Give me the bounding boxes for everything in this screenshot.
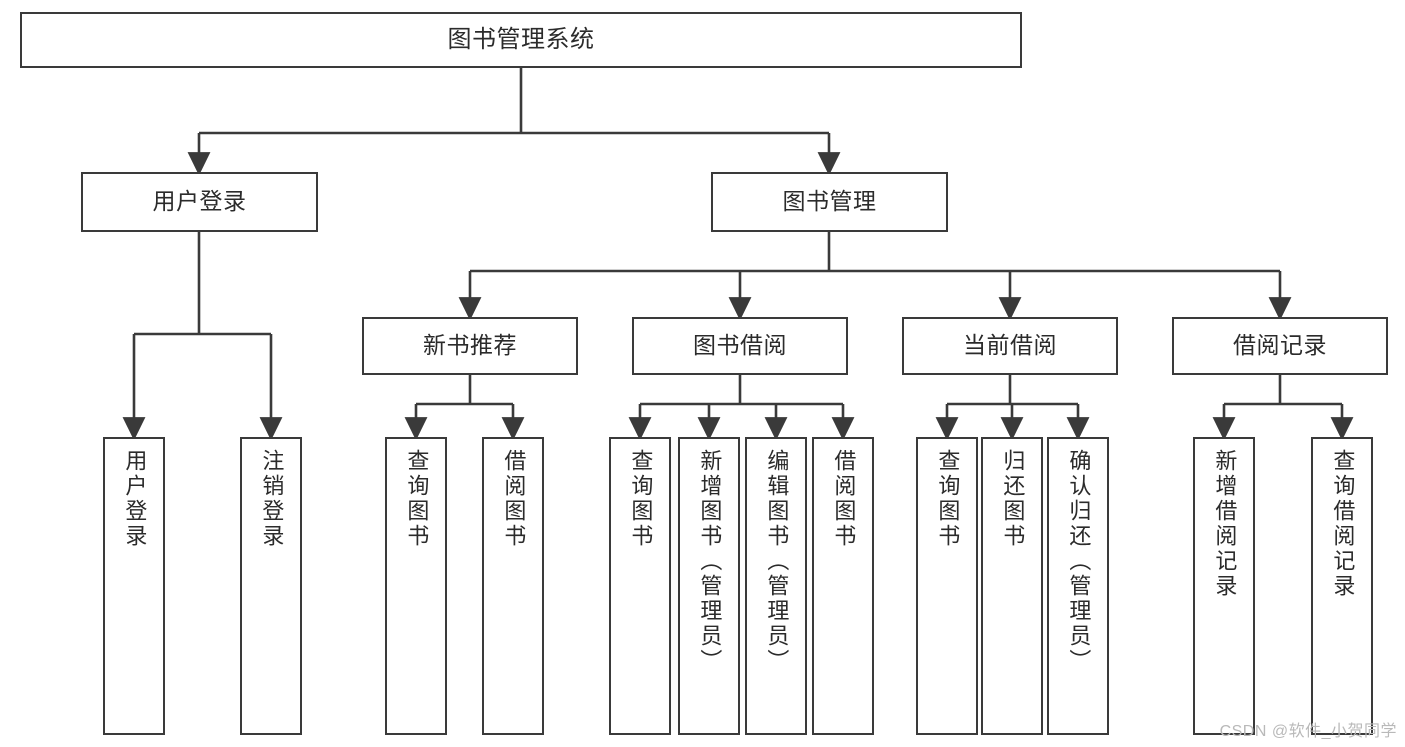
- node-label: 注销登录: [259, 449, 285, 549]
- leaf-current-return-book[interactable]: 归还图书: [981, 437, 1043, 735]
- node-label: 新增借阅记录: [1212, 449, 1238, 599]
- node-label: 图书借阅: [693, 332, 787, 359]
- node-label: 归还图书: [1000, 449, 1026, 549]
- leaf-recommend-query-book[interactable]: 查询图书: [385, 437, 447, 735]
- node-label: 新书推荐: [423, 332, 517, 359]
- node-user-login[interactable]: 用户登录: [81, 172, 318, 232]
- node-borrow-records[interactable]: 借阅记录: [1172, 317, 1388, 375]
- leaf-borrow-edit-book-admin[interactable]: 编辑图书（管理员）: [745, 437, 807, 735]
- leaf-current-query-book[interactable]: 查询图书: [916, 437, 978, 735]
- node-book-management[interactable]: 图书管理: [711, 172, 948, 232]
- leaf-recommend-borrow-book[interactable]: 借阅图书: [482, 437, 544, 735]
- node-label: 确认归还（管理员）: [1066, 449, 1092, 674]
- watermark-text: CSDN @软件_小贺同学: [1219, 723, 1397, 740]
- node-label: 查询图书: [628, 449, 654, 549]
- leaf-user-login-login[interactable]: 用户登录: [103, 437, 165, 735]
- node-new-book-recommend[interactable]: 新书推荐: [362, 317, 578, 375]
- node-label: 图书管理: [782, 188, 877, 215]
- node-label: 查询图书: [404, 449, 430, 549]
- node-label: 查询借阅记录: [1330, 449, 1356, 599]
- node-label: 用户登录: [152, 188, 247, 215]
- node-label: 新增图书（管理员）: [697, 449, 723, 674]
- node-label: 图书管理系统: [447, 25, 595, 53]
- node-current-borrow[interactable]: 当前借阅: [902, 317, 1118, 375]
- node-label: 当前借阅: [963, 332, 1057, 359]
- node-book-borrow[interactable]: 图书借阅: [632, 317, 848, 375]
- leaf-current-confirm-return-admin[interactable]: 确认归还（管理员）: [1047, 437, 1109, 735]
- node-label: 查询图书: [935, 449, 961, 549]
- leaf-user-login-logout[interactable]: 注销登录: [240, 437, 302, 735]
- node-label: 用户登录: [122, 449, 148, 549]
- node-label: 借阅图书: [501, 449, 527, 549]
- node-root-system[interactable]: 图书管理系统: [20, 12, 1022, 68]
- leaf-records-add-record[interactable]: 新增借阅记录: [1193, 437, 1255, 735]
- leaf-borrow-borrow-book[interactable]: 借阅图书: [812, 437, 874, 735]
- node-label: 编辑图书（管理员）: [764, 449, 790, 674]
- leaf-records-query-record[interactable]: 查询借阅记录: [1311, 437, 1373, 735]
- node-label: 借阅图书: [831, 449, 857, 549]
- leaf-borrow-query-book[interactable]: 查询图书: [609, 437, 671, 735]
- node-label: 借阅记录: [1233, 332, 1327, 359]
- leaf-borrow-add-book-admin[interactable]: 新增图书（管理员）: [678, 437, 740, 735]
